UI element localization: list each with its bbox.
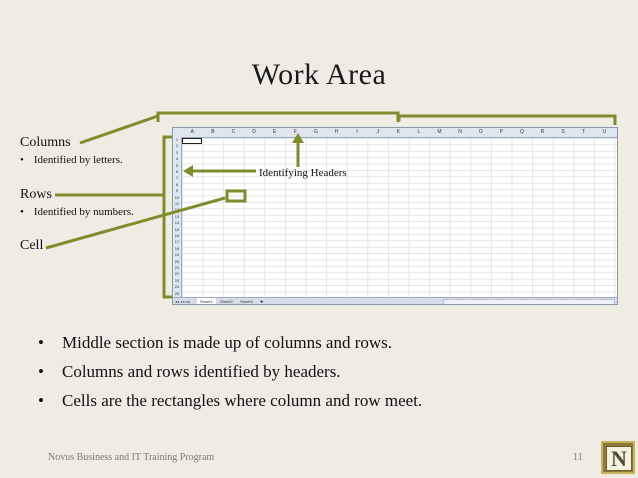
main-bullet-list: • Middle section is made up of columns an…: [38, 333, 422, 420]
column-header[interactable]: M: [437, 129, 442, 135]
bullet-dot: •: [20, 154, 24, 166]
sheet-nav-buttons[interactable]: ◂◂ ◂ ▸ ▸▸: [175, 299, 191, 304]
bullet-text: Cells are the rectangles where column an…: [62, 391, 423, 410]
bracket-icon: [156, 111, 400, 122]
headers-annotation: Identifying Headers: [259, 167, 347, 179]
column-header[interactable]: Q: [519, 129, 524, 135]
columns-bullet: • Identified by letters.: [20, 154, 123, 166]
row-header[interactable]: 1: [175, 137, 179, 142]
row-header[interactable]: 13: [174, 213, 180, 219]
row-header[interactable]: 17: [174, 239, 180, 245]
column-header[interactable]: N: [458, 129, 462, 135]
row-header[interactable]: 7: [175, 175, 179, 181]
sheet-tab[interactable]: Sheet1: [197, 298, 216, 304]
active-cell: [182, 138, 202, 144]
novus-logo: N: [601, 441, 635, 474]
column-header[interactable]: T: [582, 129, 586, 135]
row-header[interactable]: 9: [175, 188, 179, 194]
sheet-tabs-bar: ◂◂ ◂ ▸ ▸▸ Sheet1 Sheet2 Sheet3 ✚: [173, 297, 617, 304]
highlighted-cell: [225, 189, 247, 203]
row-header[interactable]: 21: [174, 265, 180, 270]
column-header[interactable]: K: [396, 129, 400, 135]
bullet-text: Columns and rows identified by headers.: [62, 362, 341, 381]
cell-grid: [182, 138, 617, 297]
cell-label: Cell: [20, 238, 44, 253]
column-header[interactable]: E: [273, 129, 277, 135]
row-header[interactable]: 25: [174, 290, 180, 296]
row-header[interactable]: 2: [175, 143, 179, 149]
row-header[interactable]: 4: [175, 156, 179, 162]
sheet-tab[interactable]: Sheet3: [240, 299, 253, 304]
row-header[interactable]: 6: [175, 169, 179, 174]
rows-label: Rows: [20, 187, 52, 202]
row-header[interactable]: 24: [174, 284, 180, 290]
column-header[interactable]: B: [211, 129, 215, 135]
column-header[interactable]: L: [417, 129, 421, 135]
column-header-bar: A B C D E F G H I J K L M N O P Q R S T U: [173, 128, 617, 138]
list-item: • Cells are the rectangles where column a…: [38, 391, 422, 420]
bracket-icon: [397, 114, 617, 125]
bullet-dot: •: [38, 333, 44, 352]
bullet-dot: •: [38, 362, 44, 381]
row-header[interactable]: 3: [175, 149, 179, 155]
list-item: • Columns and rows identified by headers.: [38, 362, 422, 391]
page-number: 11: [573, 452, 583, 463]
bracket-icon: [162, 135, 172, 299]
horizontal-scrollbar[interactable]: [443, 299, 615, 304]
row-header[interactable]: 8: [175, 181, 179, 187]
row-header[interactable]: 10: [174, 194, 180, 200]
row-header[interactable]: 5: [175, 162, 179, 168]
column-header[interactable]: U: [602, 129, 607, 135]
column-header[interactable]: F: [293, 129, 297, 135]
rows-bullet-text: Identified by numbers.: [33, 206, 134, 218]
column-header[interactable]: A: [190, 129, 194, 135]
bullet-text: Middle section is made up of columns and…: [62, 333, 393, 352]
row-header[interactable]: 20: [174, 258, 180, 264]
list-item: • Middle section is made up of columns an…: [38, 333, 422, 362]
columns-bullet-text: Identified by letters.: [33, 154, 123, 166]
row-header[interactable]: 19: [174, 252, 180, 258]
row-header[interactable]: 23: [174, 277, 180, 283]
column-header[interactable]: G: [313, 129, 318, 135]
bullet-dot: •: [20, 206, 24, 218]
slide-title: Work Area: [251, 58, 387, 91]
column-header[interactable]: O: [478, 129, 483, 135]
bullet-dot: •: [38, 391, 44, 410]
column-header[interactable]: C: [231, 129, 236, 135]
sheet-tab[interactable]: Sheet2: [220, 299, 233, 304]
row-header[interactable]: 15: [174, 226, 180, 232]
column-header[interactable]: J: [376, 129, 379, 135]
row-header[interactable]: 18: [174, 245, 180, 251]
columns-label: Columns: [20, 135, 71, 150]
new-sheet-icon[interactable]: ✚: [260, 299, 264, 304]
column-header[interactable]: D: [252, 129, 256, 135]
rows-bullet: • Identified by numbers.: [20, 206, 134, 218]
column-header[interactable]: S: [561, 129, 565, 135]
column-header[interactable]: H: [334, 129, 339, 135]
row-header[interactable]: 22: [174, 271, 180, 277]
column-header[interactable]: P: [499, 129, 503, 135]
column-header[interactable]: I: [356, 129, 358, 135]
arrow-left-icon: [183, 165, 193, 177]
column-header[interactable]: R: [540, 129, 545, 135]
logo-letter: N: [606, 446, 632, 471]
row-header[interactable]: 16: [174, 233, 180, 238]
row-header[interactable]: 14: [174, 220, 180, 226]
row-header[interactable]: 11: [174, 201, 180, 206]
footer-text: Novus Business and IT Training Program: [48, 452, 215, 463]
arrow-up-icon: [292, 133, 304, 143]
